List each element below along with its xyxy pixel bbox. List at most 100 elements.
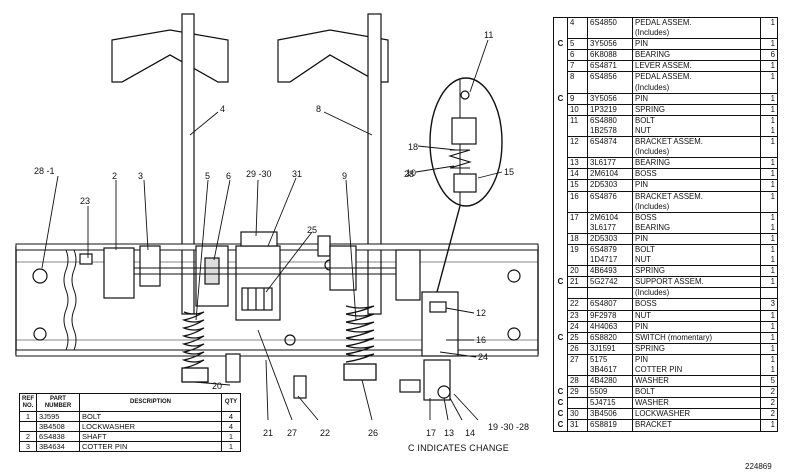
- part-number: 6S8820: [587, 332, 633, 344]
- part-number: [587, 287, 633, 300]
- callout-31: 31: [292, 169, 303, 179]
- callout-13: 13: [444, 428, 455, 438]
- quantity: 1: [760, 222, 778, 234]
- change-flag: [554, 321, 568, 332]
- callout-5: 5: [205, 171, 211, 181]
- right-pedal: [277, 13, 389, 315]
- row-desc: SHAFT: [79, 431, 222, 442]
- change-flag: [554, 28, 568, 39]
- description: SPRING: [632, 265, 761, 278]
- left-pedal: [111, 13, 229, 315]
- ref-number: 27: [567, 354, 588, 365]
- change-flag: [554, 18, 568, 29]
- change-flag: [554, 255, 568, 266]
- ref-number: 20: [567, 265, 588, 278]
- change-flag: [554, 365, 568, 376]
- part-number: 3J1591: [587, 343, 633, 355]
- description: PIN: [632, 179, 761, 192]
- ref-number: 21: [567, 276, 588, 289]
- description: LOCKWASHER: [632, 408, 761, 421]
- quantity: [760, 147, 778, 159]
- ref-number: [567, 125, 588, 138]
- ref-number: 6: [567, 49, 588, 62]
- change-flag: [554, 115, 568, 126]
- callout-18: 18: [408, 142, 419, 152]
- table-row: (Includes): [554, 28, 778, 40]
- description: SWITCH (momentary): [632, 332, 761, 344]
- part-number: 1D4717: [587, 255, 633, 267]
- callout-14: 14: [465, 428, 476, 438]
- quantity: 6: [760, 49, 778, 62]
- description: BOSS: [632, 168, 761, 181]
- ref-number: 30: [567, 408, 588, 421]
- row-desc: BOLT: [79, 411, 222, 422]
- description: BOSS: [632, 212, 761, 223]
- part-number: 4H4063: [587, 321, 633, 333]
- row-ref: 2: [19, 431, 37, 442]
- description: BOSS: [632, 298, 761, 311]
- ref-number: 31: [567, 419, 588, 432]
- part-number: 5509: [587, 386, 633, 399]
- change-flag: [554, 191, 568, 202]
- part-number: 3Y5056: [587, 38, 633, 51]
- callout-22: 22: [320, 428, 331, 438]
- ref-number: 23: [567, 310, 588, 322]
- description: PEDAL ASSEM.: [632, 17, 761, 29]
- change-flag: C: [557, 420, 564, 430]
- part-number: 5G2742: [587, 276, 633, 289]
- description: (Includes): [632, 147, 761, 159]
- change-flag: [554, 266, 568, 277]
- quantity: 1: [760, 332, 778, 344]
- ref-number: 5: [567, 38, 588, 51]
- quantity: 1: [760, 93, 778, 105]
- callout-9: 9: [342, 171, 348, 181]
- table-row: 3B4508 LOCKWASHER 4: [19, 421, 241, 432]
- callout-24: 24: [478, 352, 489, 362]
- change-flag: [554, 310, 568, 321]
- ref-number: 7: [567, 60, 588, 73]
- table-row: 1 3J595 BOLT 4: [19, 411, 241, 422]
- quantity: 1: [770, 244, 775, 254]
- ref-number: 8: [567, 71, 588, 83]
- header-ref: REF NO.: [19, 393, 37, 412]
- quantity: 1: [760, 276, 778, 289]
- description: BEARING: [632, 49, 761, 62]
- change-flag: [554, 104, 568, 115]
- change-flag: [554, 126, 568, 137]
- small-table-header: REF NO. PART NUMBER DESCRIPTION QTY: [19, 393, 241, 412]
- spring-left: [181, 311, 209, 383]
- part-number: 2D5303: [587, 179, 633, 192]
- callout-12: 12: [476, 308, 487, 318]
- change-flag: [554, 180, 568, 191]
- quantity: 3: [760, 298, 778, 311]
- description: SPRING: [632, 343, 761, 355]
- change-flag: [554, 343, 568, 354]
- figure-number: 224869: [745, 462, 772, 471]
- quantity: 1: [770, 115, 775, 125]
- quantity: [760, 201, 778, 213]
- quantity: 1: [760, 179, 778, 192]
- ref-number: 9: [567, 93, 588, 105]
- description: SPRING: [632, 104, 761, 116]
- part-number: 6S4874: [587, 136, 633, 148]
- ref-number: 11: [567, 115, 588, 126]
- change-flag: [554, 169, 568, 180]
- quantity: 1: [760, 419, 778, 432]
- part-number: 6S4879: [587, 244, 633, 256]
- part-number: [587, 201, 633, 213]
- change-flag: [554, 61, 568, 72]
- callout-21: 21: [263, 428, 274, 438]
- quantity: 1: [760, 125, 778, 138]
